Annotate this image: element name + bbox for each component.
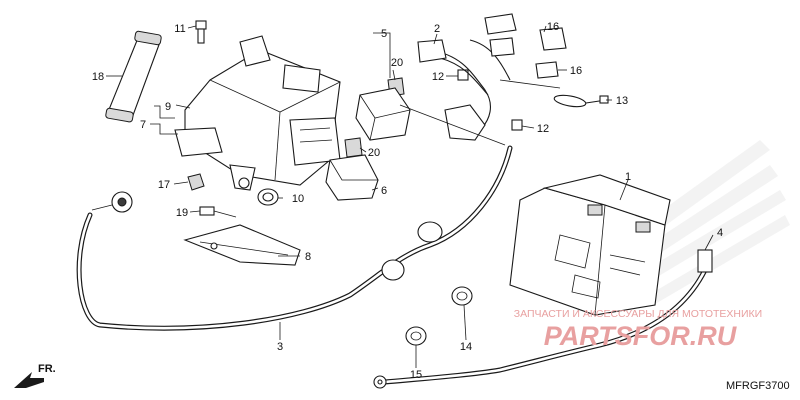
front-arrow-label: FR. xyxy=(38,363,56,375)
callout-20a: 20 xyxy=(391,57,403,69)
battery-part xyxy=(509,174,671,316)
battery-box-part xyxy=(174,35,341,191)
callout-9: 9 xyxy=(165,101,171,113)
callout-19: 19 xyxy=(176,207,188,219)
callout-14: 14 xyxy=(460,341,472,353)
small-parts xyxy=(187,20,523,218)
callouts: 1 2 3 4 5 6 7 8 9 10 11 12 12 13 14 15 1… xyxy=(92,21,723,381)
callout-16a: 16 xyxy=(547,21,559,33)
diagram-code: MFRGF3700 xyxy=(726,380,790,392)
callout-3: 3 xyxy=(277,341,283,353)
callout-16b: 16 xyxy=(570,65,582,77)
watermark-tagline: ЗАПЧАСТИ И АКСЕССУАРЫ ДЛЯ МОТОТЕХНИКИ xyxy=(514,308,762,320)
starter-cable-part xyxy=(76,145,513,331)
callout-13: 13 xyxy=(616,95,628,107)
front-arrow-icon xyxy=(14,372,44,388)
site-watermark: ЗАПЧАСТИ И АКСЕССУАРЫ ДЛЯ МОТОТЕХНИКИ PA… xyxy=(514,308,762,351)
callout-4: 4 xyxy=(717,227,723,239)
callout-5: 5 xyxy=(381,28,387,40)
clamps-part xyxy=(405,286,473,346)
bracket-part xyxy=(183,224,301,266)
callout-15: 15 xyxy=(410,369,422,381)
callout-6: 6 xyxy=(381,185,387,197)
callout-10: 10 xyxy=(292,193,304,205)
callout-12a: 12 xyxy=(432,71,444,83)
callout-18: 18 xyxy=(92,71,104,83)
leader-lines xyxy=(106,25,714,368)
callout-11: 11 xyxy=(174,23,185,35)
callout-12b: 12 xyxy=(537,123,549,135)
rubber-strap-part xyxy=(105,30,162,123)
callout-2: 2 xyxy=(434,23,440,35)
callout-7: 7 xyxy=(140,119,146,131)
callout-17: 17 xyxy=(158,179,170,191)
wire-harness-part xyxy=(399,13,609,146)
callout-20b: 20 xyxy=(368,147,380,159)
front-arrow: FR. xyxy=(14,363,56,388)
callout-8: 8 xyxy=(305,251,311,263)
callout-1: 1 xyxy=(625,171,631,183)
watermark-logo: PARTSFOR.RU xyxy=(544,321,738,351)
negative-cable-part xyxy=(373,249,713,389)
relay-box-part xyxy=(325,87,411,201)
